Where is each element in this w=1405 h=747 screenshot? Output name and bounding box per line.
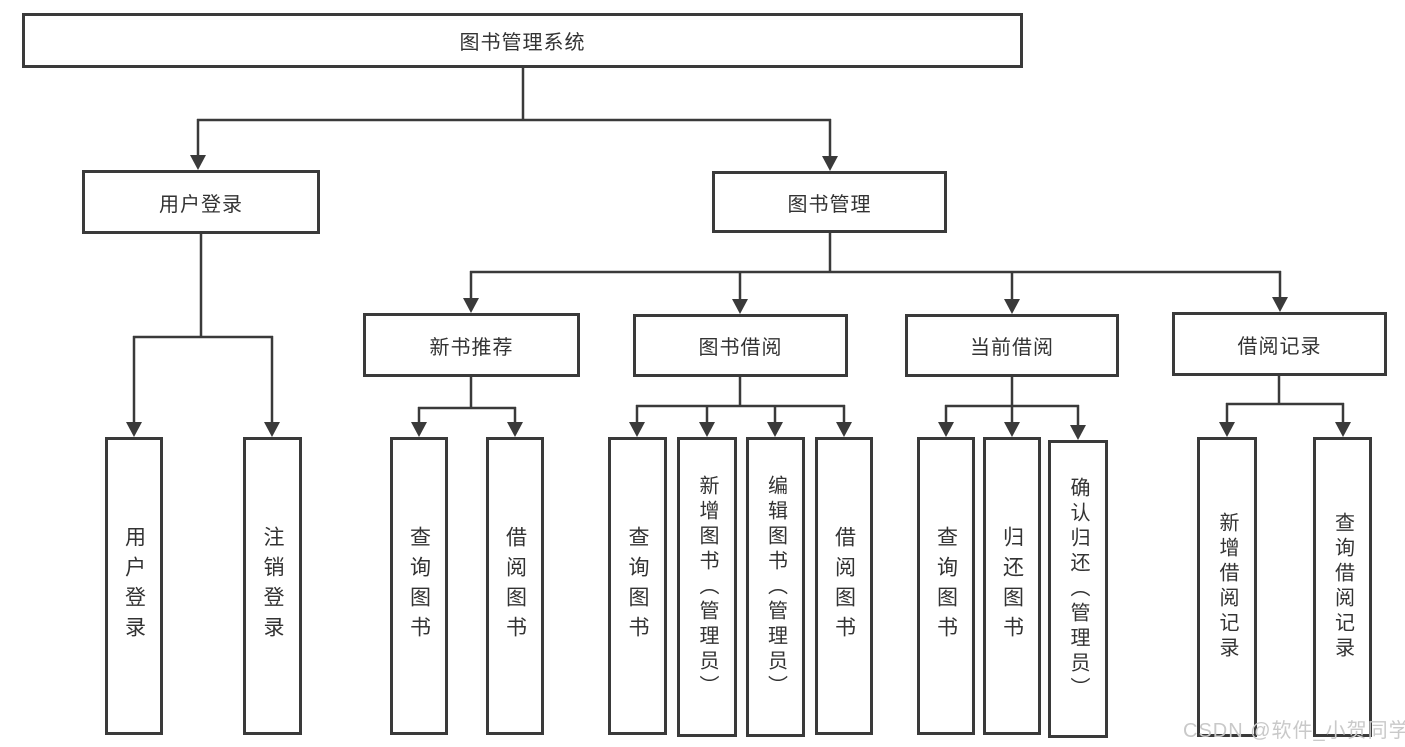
csdn-watermark: CSDN @软件_小贺同学 xyxy=(1183,720,1405,742)
leaf-bb-edit-books-admin: 编辑图书（管理员） xyxy=(746,437,805,737)
leaf-cb-return-books: 归还图书 xyxy=(983,437,1041,735)
node-book-management: 图书管理 xyxy=(712,171,947,233)
leaf-cb-query-books: 查询图书 xyxy=(917,437,975,735)
leaf-nbr-query-books: 查询图书 xyxy=(390,437,448,735)
node-new-book-recommend: 新书推荐 xyxy=(363,313,580,377)
node-root: 图书管理系统 xyxy=(22,13,1023,68)
node-user-login: 用户登录 xyxy=(82,170,320,234)
leaf-logout: 注销登录 xyxy=(243,437,302,735)
leaf-nbr-borrow-books: 借阅图书 xyxy=(486,437,544,735)
node-current-borrow: 当前借阅 xyxy=(905,314,1119,377)
leaf-cb-confirm-return-admin: 确认归还（管理员） xyxy=(1048,440,1108,738)
leaf-bb-borrow-books: 借阅图书 xyxy=(815,437,873,735)
leaf-user-login: 用户登录 xyxy=(105,437,163,735)
leaf-bb-query-books: 查询图书 xyxy=(608,437,667,735)
leaf-br-query-record: 查询借阅记录 xyxy=(1313,437,1372,737)
leaf-br-add-record: 新增借阅记录 xyxy=(1197,437,1257,737)
node-book-borrow: 图书借阅 xyxy=(633,314,848,377)
leaf-bb-add-books-admin: 新增图书（管理员） xyxy=(677,437,737,737)
node-borrow-records: 借阅记录 xyxy=(1172,312,1387,376)
